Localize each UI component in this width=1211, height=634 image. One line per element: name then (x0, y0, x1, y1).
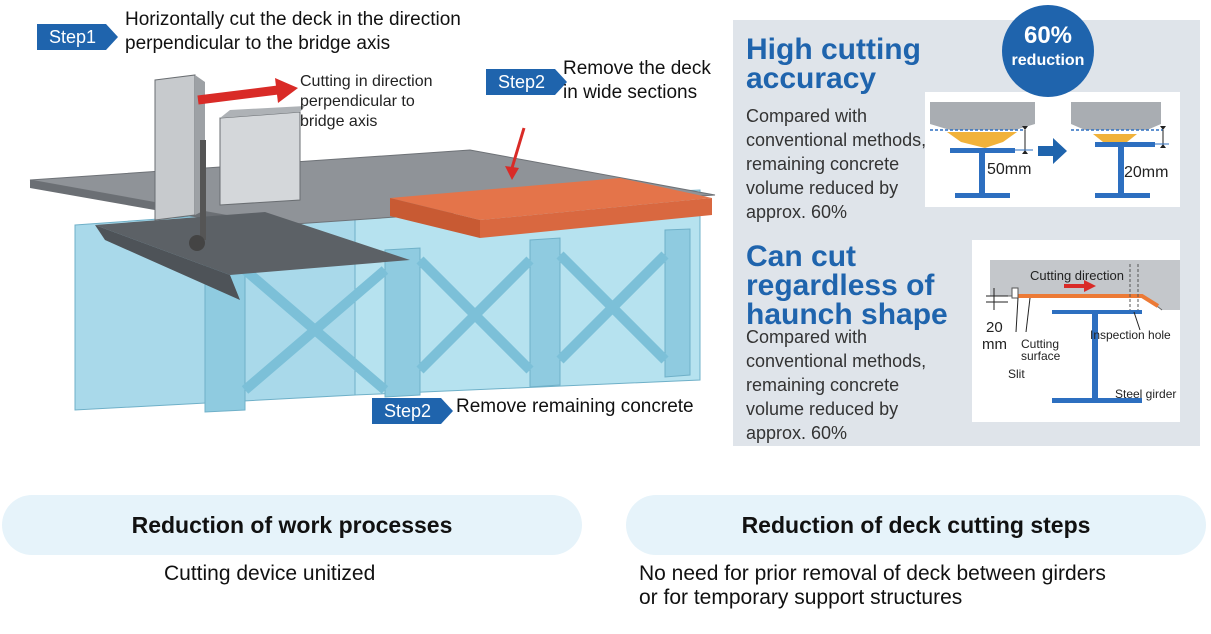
benefit-1-pill: Reduction of work processes (2, 495, 582, 555)
cutting-direction-arrow (197, 78, 298, 105)
reduction-badge: 60% reduction (1002, 5, 1094, 97)
cutting-surface-label-line2: surface (1021, 349, 1061, 363)
accuracy-heading: High cutting accuracy (746, 33, 921, 95)
haunch-heading-line2: regardless of (746, 269, 935, 302)
accuracy-desc-line3: remaining concrete (746, 154, 900, 174)
benefit-2-pill: Reduction of deck cutting steps (626, 495, 1206, 555)
step2-remaining-text: Remove remaining concrete (456, 395, 694, 419)
cutting-device (154, 74, 305, 251)
haunch-desc-line5: approx. 60% (746, 423, 848, 443)
dim-mm-unit: mm (982, 336, 1007, 353)
haunch-heading-line1: Can cut (746, 240, 857, 273)
benefit-2-line2: or for temporary support structures (639, 586, 963, 609)
accuracy-description: Compared with conventional methods, rema… (746, 104, 926, 224)
step2-deck-text-line1: Remove the deck (563, 58, 711, 79)
benefit-1-text: Cutting device unitized (164, 562, 375, 586)
slit-label: Slit (1008, 367, 1025, 381)
dim-20-value: 20 (986, 319, 1003, 336)
step2-deck-tag: Step2 (486, 69, 568, 95)
step2-remaining-tag: Step2 (372, 398, 454, 424)
cutting-direction-caption: Cutting direction (1030, 268, 1124, 283)
benefit-1-line1: Cutting device unitized (164, 562, 376, 585)
cutting-surface-label-line1: Cutting (1021, 337, 1060, 351)
accuracy-diagram-graphics (930, 102, 1169, 198)
benefit-2-text: No need for prior removal of deck betwee… (639, 562, 1106, 610)
step2-deck-text: Remove the deck in wide sections (563, 57, 711, 105)
before-mm-label: 50mm (987, 161, 1032, 178)
step1-tag: Step1 (37, 24, 119, 50)
reduction-badge-label: reduction (1011, 52, 1085, 69)
accuracy-desc-line5: approx. 60% (746, 202, 848, 222)
steel-girder-label: Steel girder (1115, 387, 1177, 401)
cutting-direction-label: Cutting in direction perpendicular to br… (300, 72, 433, 132)
accuracy-desc-line2: conventional methods, (746, 130, 927, 150)
slab-pointer-arrow (505, 127, 526, 180)
haunch-desc-line2: conventional methods, (746, 351, 927, 371)
step1-text: Horizontally cut the deck in the directi… (125, 8, 461, 56)
cutting-direction-label-line3: bridge axis (300, 113, 378, 130)
removed-deck-slab (390, 178, 712, 238)
haunch-description: Compared with conventional methods, rema… (746, 325, 926, 445)
step1-text-line2: perpendicular to the bridge axis (125, 33, 391, 54)
cutting-direction-label-line2: perpendicular to (300, 93, 415, 110)
reduction-badge-value: 60% (1023, 22, 1073, 49)
benefit-2-line1: No need for prior removal of deck betwee… (639, 562, 1106, 585)
step2-remaining-text-line1: Remove remaining concrete (456, 396, 694, 417)
step2-deck-text-line2: in wide sections (563, 82, 698, 103)
after-mm-label: 20mm (1124, 164, 1169, 181)
haunch-heading-line3: haunch shape (746, 298, 948, 331)
cutting-direction-label-line1: Cutting in direction (300, 73, 433, 90)
haunch-heading: Can cut regardless of haunch shape (746, 240, 948, 331)
haunch-desc-line1: Compared with (746, 327, 868, 347)
cutting-surface-label: Cutting surface (1021, 338, 1060, 362)
haunch-desc-line3: remaining concrete (746, 375, 900, 395)
step1-text-line1: Horizontally cut the deck in the directi… (125, 9, 461, 30)
accuracy-heading-line1: High cutting (746, 33, 921, 66)
bridge-illustration (29, 74, 716, 413)
haunch-desc-line4: volume reduced by (746, 399, 899, 419)
accuracy-heading-line2: accuracy (746, 62, 877, 95)
inspection-hole-label: Inspection hole (1090, 328, 1171, 342)
haunch-diagram-graphics (986, 260, 1180, 403)
accuracy-desc-line1: Compared with (746, 106, 868, 126)
accuracy-desc-line4: volume reduced by (746, 178, 899, 198)
